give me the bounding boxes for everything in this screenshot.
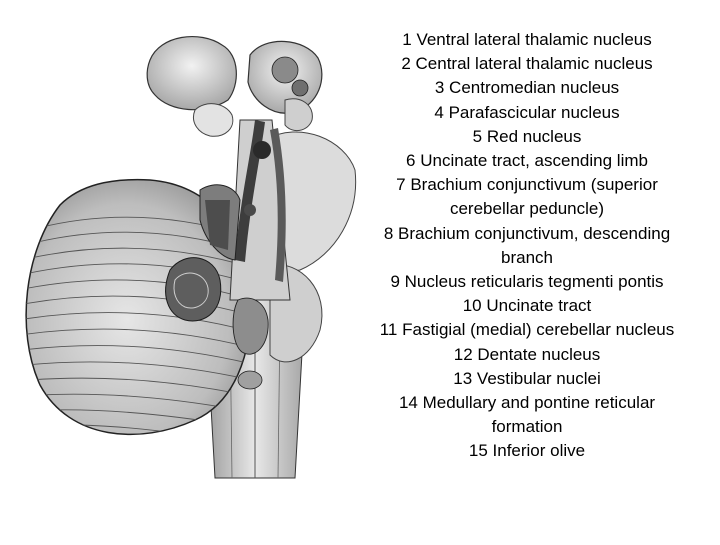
legend-item: 4 Parafascicular nucleus bbox=[434, 102, 620, 122]
legend-item: 1 Ventral lateral thalamic nucleus bbox=[402, 30, 652, 49]
legend-item: 8 Brachium conjunctivum, descending bran… bbox=[383, 223, 671, 267]
legend-item: 7 Brachium conjunctivum (superior cerebe… bbox=[396, 175, 658, 219]
midbrain-column bbox=[229, 119, 291, 301]
legend-item: 5 Red nucleus bbox=[472, 126, 582, 146]
brainstem-cerebellum-illustration bbox=[25, 36, 357, 479]
legend-item: 9 Nucleus reticularis tegmenti pontis bbox=[390, 272, 664, 292]
medullary-structures bbox=[232, 297, 269, 390]
anatomy-drawing bbox=[25, 36, 357, 479]
legend-item: 13 Vestibular nuclei bbox=[453, 368, 601, 388]
legend-item: 14 Medullary and pontine reticular forma… bbox=[398, 393, 656, 437]
legend-item: 10 Uncinate tract bbox=[462, 296, 592, 316]
thalamus bbox=[146, 36, 323, 137]
legend-item: 3 Centromedian nucleus bbox=[434, 78, 620, 98]
legend-item: 2 Central lateral thalamic nucleus bbox=[401, 54, 653, 74]
legend-item: 12 Dentate nucleus bbox=[453, 344, 601, 364]
legend-item: 6 Uncinate tract, ascending limb bbox=[406, 151, 648, 171]
legend-item: 11 Fastigial (medial) cerebellar nucleus bbox=[379, 320, 675, 340]
brachium-conjunctivum bbox=[199, 184, 241, 261]
legend-item: 15 Inferior olive bbox=[468, 441, 586, 461]
dentate-nucleus bbox=[165, 257, 222, 322]
structure-legend: 1 Ventral lateral thalamic nucleus 2 Cen… bbox=[362, 28, 692, 464]
